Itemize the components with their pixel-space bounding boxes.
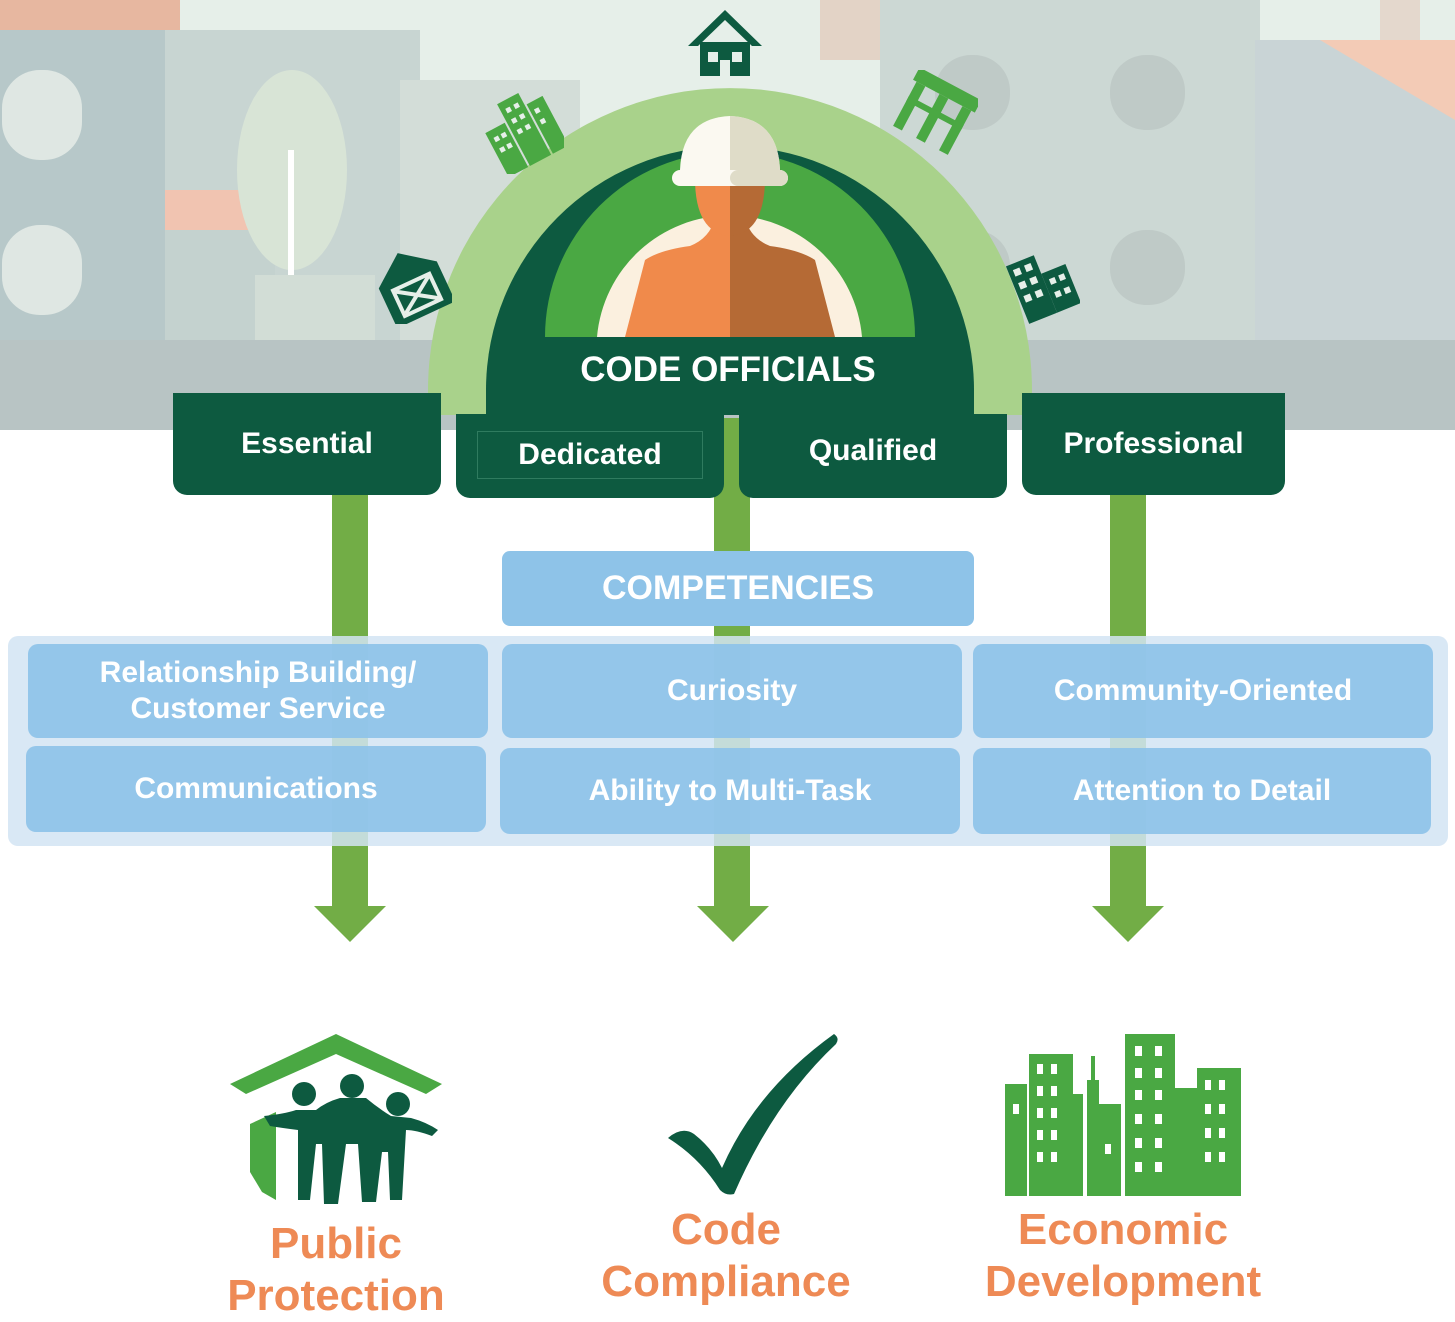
competency-relationship-building: Relationship Building/ Customer Service [28, 644, 488, 738]
outcome-label-line: Compliance [601, 1257, 851, 1306]
competency-communications: Communications [26, 746, 486, 832]
outcome-label-line: Public [269, 1219, 403, 1268]
outcome-label-line: Economic [1017, 1205, 1229, 1254]
competency-line: Customer Service [130, 692, 386, 725]
arrow-head-center [697, 906, 769, 942]
barn-icon [378, 253, 452, 324]
arrow-head-left [314, 906, 386, 942]
competency-line: Relationship Building/ [99, 656, 417, 689]
apartment-icon [1006, 255, 1080, 324]
competency-curiosity: Curiosity [502, 644, 962, 738]
checkmark-icon [668, 1034, 838, 1195]
quality-tab-dedicated-label: Dedicated [477, 431, 703, 479]
pier-icon [893, 70, 978, 155]
competencies-title: COMPETENCIES [502, 551, 974, 626]
arrow-head-right [1092, 906, 1164, 942]
outcome-code-compliance: Code Compliance [580, 1204, 872, 1308]
page-title: CODE OFFICIALS [580, 350, 876, 389]
quality-tab-essential: Essential [173, 393, 441, 495]
outcome-label-line: Code [671, 1205, 781, 1254]
outcome-label-line: Protection [227, 1271, 445, 1320]
outcome-public-protection: Public Protection [200, 1218, 472, 1322]
competency-community-oriented: Community-Oriented [973, 644, 1433, 738]
competency-multi-task: Ability to Multi-Task [500, 748, 960, 834]
family-under-roof-icon [230, 1034, 442, 1204]
construction-worker-icon [625, 116, 835, 337]
outcome-economic-development: Economic Development [968, 1204, 1278, 1308]
outcome-label-line: Development [984, 1257, 1262, 1306]
city-skyline-icon [1005, 1034, 1241, 1196]
quality-tab-dedicated: Dedicated [456, 414, 724, 498]
quality-tab-qualified: Qualified [739, 414, 1007, 498]
competency-attention-to-detail: Attention to Detail [973, 748, 1431, 834]
house-icon [688, 10, 762, 76]
quality-tab-professional: Professional [1022, 393, 1285, 495]
office-buildings-icon [485, 92, 564, 174]
